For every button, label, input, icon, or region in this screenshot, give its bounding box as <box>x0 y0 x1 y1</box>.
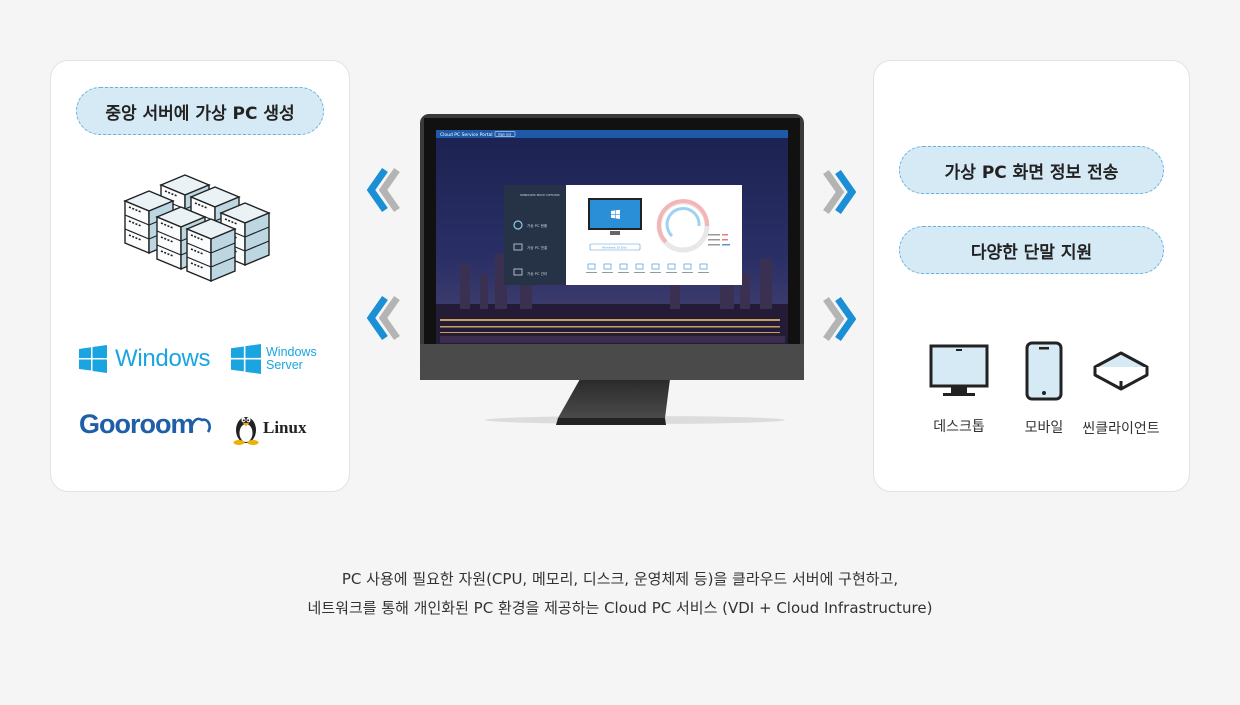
monitor-illustration: Cloud PC Service Portal Sign out WINDOWS… <box>420 114 804 425</box>
portal-os-badge: Windows 10 Edu <box>602 246 627 250</box>
portal-menu-item-3: 가상 PC 관리 <box>527 271 547 276</box>
server-cluster-icon <box>124 174 270 282</box>
tux-penguin-icon <box>233 417 259 445</box>
description: PC 사용에 필요한 자원(CPU, 메모리, 디스크, 운영체제 등)을 클라… <box>0 565 1240 623</box>
windows-icon <box>79 345 107 373</box>
windows-server-icon <box>231 344 261 374</box>
device-desktop: 데스크톱 <box>914 344 1004 436</box>
server-panel: 중앙 서버에 가상 PC 생성 <box>50 60 350 492</box>
device-thin-client: 씬클라이언트 <box>1066 347 1176 438</box>
portal-button: Sign out <box>498 133 512 137</box>
thin-client-icon <box>1093 351 1149 391</box>
windows-label: Windows <box>115 345 211 372</box>
windows-server-label-1: Windows <box>266 345 317 359</box>
gooroom-logo: Gooroom <box>79 409 212 440</box>
linux-label: Linux <box>263 418 307 437</box>
linux-logo: Linux <box>233 411 306 445</box>
server-panel-title: 중앙 서버에 가상 PC 생성 <box>76 87 324 135</box>
windows-server-label-2: Server <box>266 358 303 372</box>
description-line-2: 네트워크를 통해 개인화된 PC 환경을 제공하는 Cloud PC 서비스 (… <box>307 599 933 617</box>
client-panel: 가상 PC 화면 정보 전송 다양한 단말 지원 데스크톱 모바일 씬클라이언트 <box>873 60 1190 492</box>
portal-menu-item-2: 가상 PC 연결 <box>527 245 547 250</box>
windows-server-logo: Windows Server <box>231 344 317 374</box>
device-desktop-label: 데스크톱 <box>933 419 985 435</box>
description-line-1: PC 사용에 필요한 자원(CPU, 메모리, 디스크, 운영체제 등)을 클라… <box>341 570 899 588</box>
chevron-left-icon-top <box>365 166 401 223</box>
portal-menu-item-1: 가상 PC 현황 <box>527 223 548 228</box>
cloud-icon <box>189 417 211 433</box>
device-mobile: 모바일 <box>999 341 1089 437</box>
windows-logo: Windows <box>79 345 211 373</box>
client-panel-title-1: 가상 PC 화면 정보 전송 <box>899 146 1164 194</box>
device-thin-client-label: 씬클라이언트 <box>1082 421 1160 437</box>
chevron-left-icon-bottom <box>365 294 401 351</box>
device-mobile-label: 모바일 <box>1024 420 1064 436</box>
client-panel-title-2: 다양한 단말 지원 <box>899 226 1164 274</box>
chevron-right-icon-top <box>822 168 858 225</box>
mobile-icon <box>1025 341 1063 401</box>
portal-side-header: WINDOWS MULTI OPTIONS <box>520 193 560 197</box>
desktop-icon <box>929 344 989 396</box>
gooroom-label: Gooroom <box>79 409 194 439</box>
portal-title: Cloud PC Service Portal <box>440 132 493 138</box>
chevron-right-icon-bottom <box>822 295 858 352</box>
